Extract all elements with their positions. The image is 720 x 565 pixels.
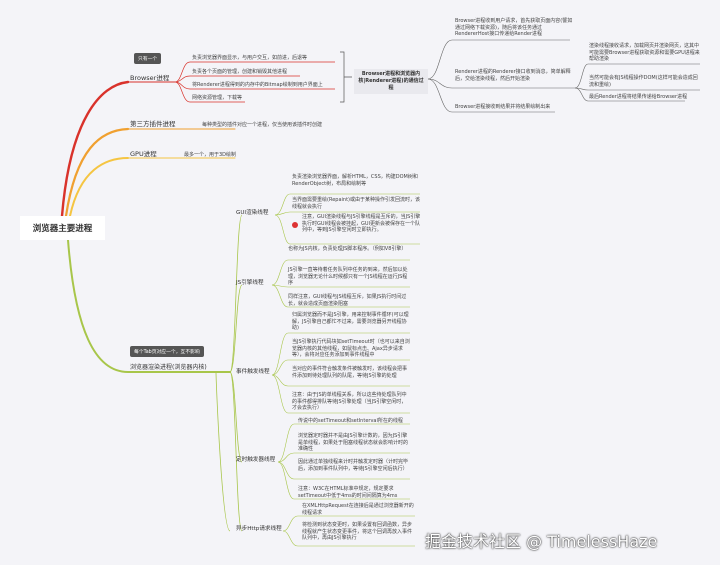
gpu-item[interactable]: 最多一个，用于3D绘制 [184, 152, 237, 158]
thread-item[interactable]: 浏览器定时器并不是由JS引擎计数的，因为JS引擎是单线程，如果处于阻塞线程状态就… [298, 433, 409, 453]
thread-item-text: 注意，GUI渲染线程与JS引擎线程是互斥的，当JS引擎执行时GUI线程会被挂起，… [302, 214, 421, 234]
thread-item[interactable]: 将检测到状态变更时，如果设置有回调函数，异步线程就产生状态变更事件，将这个回调再… [302, 522, 413, 542]
thread-item[interactable]: 当对应的事件符合触发条件被触发时，该线程会把事件添加到待处理队列的队尾，等待JS… [292, 366, 408, 379]
thread-item[interactable]: 同样注意，GUI线程与JS线程互斥，如果JS执行时间过长，就会造成页面渲染阻塞 [288, 294, 407, 307]
comm-sub-item[interactable]: 渲染线程接收请求，加载网页并渲染网页，这其中可能需要Browser进程获取资源和… [589, 43, 700, 63]
thread-item[interactable]: 当JS引擎执行代码块如setTimeout时（也可以来自浏览器内核的其他线程，如… [292, 339, 410, 359]
comm-item[interactable]: Renderer进程的Renderer接口收到消息，简单解释后，交给渲染线程，然… [455, 69, 571, 82]
thread-item[interactable]: 负责渲染浏览器界面，解析HTML，CSS，构建DOM树和RenderObject… [292, 174, 418, 187]
thread-item[interactable]: 注意，GUI渲染线程与JS引擎线程是互斥的，当JS引擎执行时GUI线程会被挂起，… [292, 214, 422, 234]
thread-js[interactable]: JS引擎线程 [236, 280, 264, 286]
renderer-badge: 每个Tab页对应一个，互不影响 [130, 346, 204, 357]
thread-item[interactable]: 注意：W3C在HTML标准中规定，规定要求setTimeout中低于4ms的时间… [298, 486, 398, 499]
browser-item[interactable]: 将Renderer进程得到的内存中的Bitmap绘制到用户界面上 [192, 82, 323, 88]
node-browser-process[interactable]: Browser进程 [130, 74, 170, 82]
thread-item[interactable]: 在XMLHttpRequest在连接后是通过浏览器新开的线程请求 [302, 503, 414, 516]
node-gpu-process[interactable]: GPU进程 [130, 150, 157, 158]
thread-http[interactable]: 异步Http请求线程 [236, 526, 282, 532]
comm-sub-item[interactable]: 当然可能会有JS线程操作DOM(这样可能会造成回流和重绘) [589, 75, 698, 88]
thread-item[interactable]: 传说中的setTimeout和setInterval所在的线程 [298, 418, 403, 424]
warning-icon [292, 222, 298, 228]
node-renderer-process[interactable]: 浏览器渲染进程(浏览器内核) [130, 364, 207, 371]
thread-item[interactable]: 因此通过单独线程来计时并触发定时器（计时完毕后，添加到事件队列中，等待JS引擎空… [298, 459, 409, 472]
comm-item[interactable]: Browser进程收到用户请求，首先获取页面内容(譬如通过网络下载资源)，随后将… [455, 18, 573, 38]
comm-sub-item[interactable]: 最后Render进程将结果传递给Browser进程 [589, 94, 688, 100]
comm-item[interactable]: Browser进程接收到结果并将结果绘制出来 [455, 104, 551, 110]
thread-gui[interactable]: GUI渲染线程 [236, 210, 269, 216]
thread-item[interactable]: 当界面需要重绘(Repaint)或由于某种操作引发回流时，该线程就会执行 [292, 197, 420, 210]
thread-item[interactable]: 注意：由于JS的单线程关系，所以这些待处理队列中的事件都得排队等待JS引擎处理（… [292, 392, 407, 412]
node-plugin-process[interactable]: 第三方插件进程 [130, 120, 176, 128]
browser-item[interactable]: 负责浏览器界面显示，与用户交互，如前进，后退等 [192, 55, 308, 61]
comm-summary-box[interactable]: Browser进程和浏览器内核|Renderer进程)的通信过程 [354, 69, 428, 94]
root-node[interactable]: 浏览器主要进程 [20, 216, 105, 240]
browser-item[interactable]: 网络资源管理，下载等 [192, 95, 243, 101]
thread-item[interactable]: JS引擎一直等待着任务队列中任务的到来，然后加以处理，浏览器无论什么时候都只有一… [288, 267, 408, 287]
browser-item[interactable]: 负责各个页面的管理，创建和销毁其他进程 [192, 69, 288, 75]
browser-badge: 只有一个 [134, 53, 162, 64]
thread-item[interactable]: 归属浏览器而不是JS引擎，用来控制事件循环(可以理解，JS引擎自己都忙不过来，需… [292, 312, 409, 332]
thread-event[interactable]: 事件触发线程 [236, 369, 270, 375]
plugin-item[interactable]: 每种类型的插件对应一个进程，仅当使用该插件时创建 [202, 122, 323, 128]
thread-item[interactable]: 也称为JS内核，负责处理JS脚本程序。（例如V8引擎） [288, 246, 407, 252]
watermark: 掘金技术社区 @ TimelessHaze [425, 532, 658, 551]
thread-timer[interactable]: 定时触发器线程 [236, 457, 276, 463]
